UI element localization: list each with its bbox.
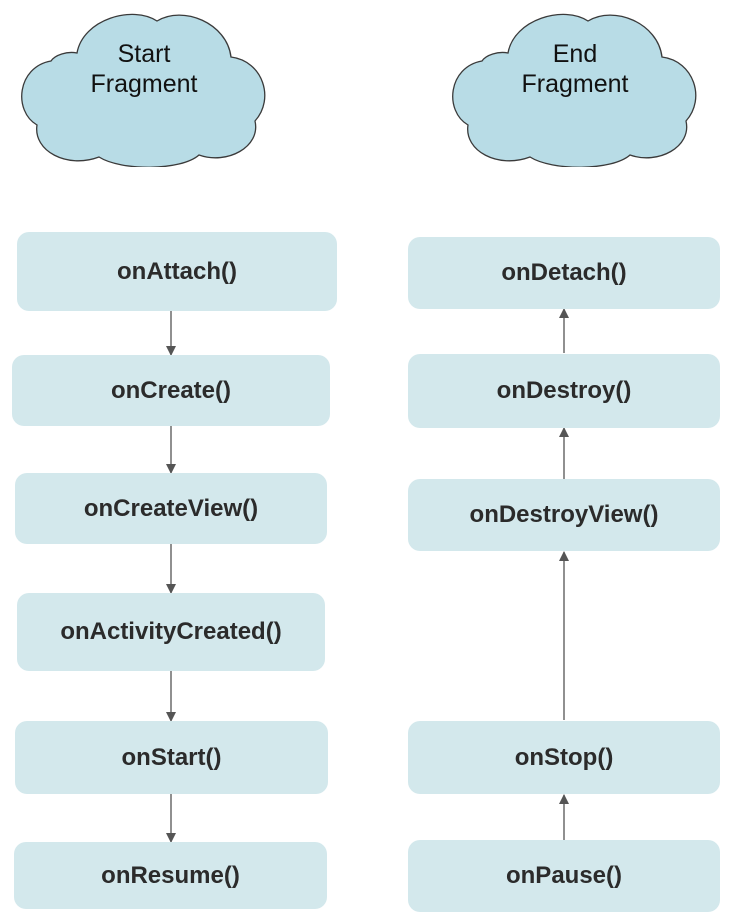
end-fragment-label: End Fragment	[521, 40, 629, 98]
node-onstop: onStop()	[408, 721, 720, 794]
node-ondestroyview: onDestroyView()	[408, 479, 720, 551]
cloud-icon	[452, 13, 697, 167]
start-fragment-cloud: Start Fragment	[15, 5, 273, 167]
node-ondetach: onDetach()	[408, 237, 720, 309]
node-oncreateview: onCreateView()	[15, 473, 327, 544]
end-fragment-cloud: End Fragment	[446, 5, 704, 167]
start-fragment-label: Start Fragment	[90, 40, 198, 98]
node-onresume: onResume()	[14, 842, 327, 909]
node-onstart: onStart()	[15, 721, 328, 794]
node-ondestroy: onDestroy()	[408, 354, 720, 428]
node-oncreate: onCreate()	[12, 355, 330, 426]
node-onactivitycreated: onActivityCreated()	[17, 593, 325, 671]
node-onattach: onAttach()	[17, 232, 337, 311]
cloud-icon	[21, 13, 266, 167]
node-onpause: onPause()	[408, 840, 720, 912]
